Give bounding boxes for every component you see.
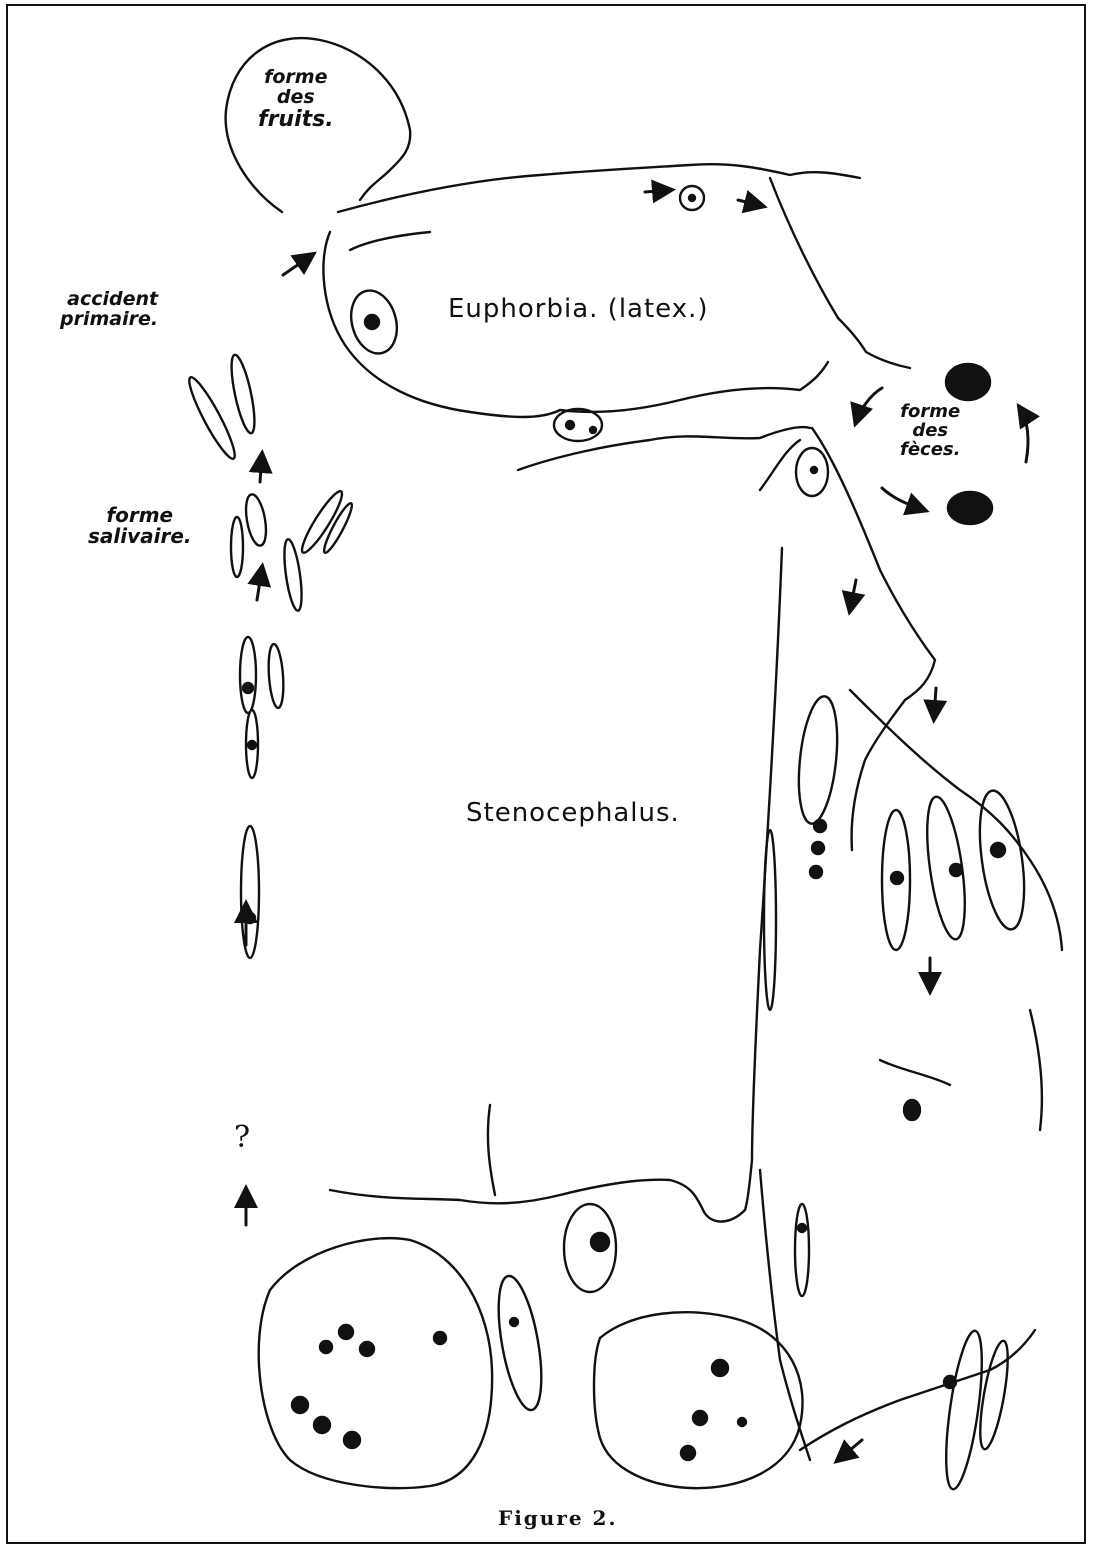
accident-line-2: primaire. bbox=[60, 310, 158, 330]
salivaire-line-1: forme bbox=[88, 505, 192, 526]
fruits-line-1: forme bbox=[258, 68, 334, 88]
question-mark-label: ? bbox=[234, 1122, 250, 1154]
forme-des-fruits-label: forme des fruits. bbox=[258, 68, 334, 131]
latex-cells bbox=[344, 186, 992, 1292]
accident-primaire-label: accident primaire. bbox=[60, 290, 158, 330]
feces-line-3: fèces. bbox=[900, 441, 960, 460]
fruits-line-2: des bbox=[258, 88, 334, 108]
euphorbia-label: Euphorbia. (latex.) bbox=[448, 296, 709, 323]
figure-caption: Figure 2. bbox=[498, 1508, 617, 1529]
fruits-line-3: fruits. bbox=[258, 108, 334, 131]
stenocephalus-outline bbox=[330, 428, 1062, 1460]
feces-line-2: des bbox=[900, 422, 960, 441]
salivary-parasites bbox=[183, 353, 355, 958]
forme-salivaire-label: forme salivaire. bbox=[88, 505, 192, 547]
stenocephalus-label: Stenocephalus. bbox=[466, 800, 680, 827]
salivaire-line-2: salivaire. bbox=[88, 526, 192, 547]
accident-line-1: accident bbox=[60, 290, 158, 310]
bottom-bodies bbox=[259, 1238, 803, 1488]
forme-des-feces-label: forme des fèces. bbox=[900, 403, 960, 460]
